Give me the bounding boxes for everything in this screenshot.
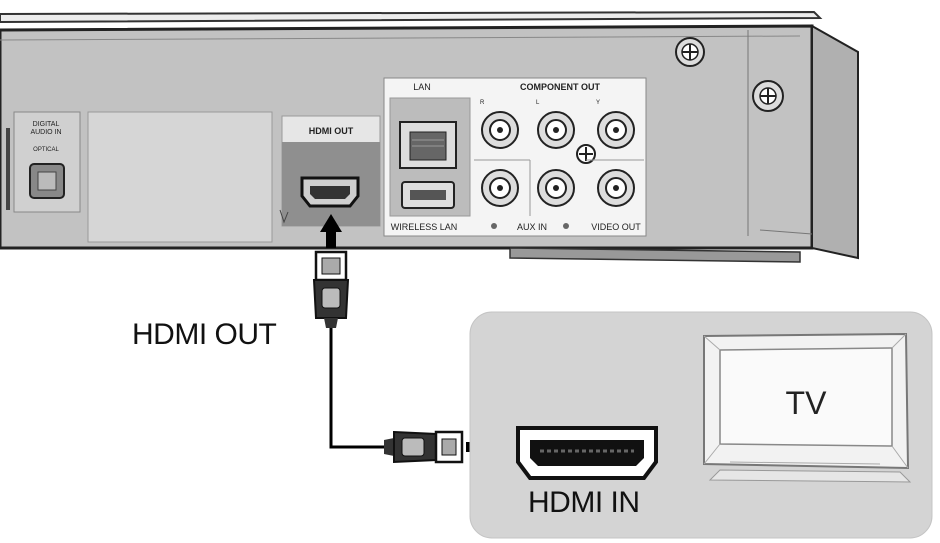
rca-jack — [481, 169, 519, 207]
hdmi-out-panel-label: HDMI OUT — [309, 126, 354, 136]
digital-audio-in-section: DIGITAL AUDIO IN OPTICAL — [6, 111, 273, 243]
video-out-label: VIDEO OUT — [591, 222, 641, 232]
hdmi-in-port — [516, 426, 658, 480]
digital-audio-in-label: DIGITAL — [33, 121, 60, 128]
optical-label: OPTICAL — [33, 147, 59, 153]
screw-icon — [675, 37, 705, 67]
digital-audio-in-label: AUDIO IN — [30, 129, 61, 136]
tv-screen-label: TV — [786, 385, 828, 421]
lan-label: LAN — [413, 82, 431, 92]
aux-in-label: AUX IN — [517, 222, 547, 232]
hdmi-out-section: HDMI OUT — [279, 115, 381, 227]
screw-icon — [752, 80, 784, 112]
jack-l-label: L — [536, 100, 540, 106]
tv-icon: TV — [703, 332, 912, 483]
rca-jack — [537, 111, 575, 149]
arrow-up-icon — [320, 214, 342, 248]
tv-panel: TV — [469, 311, 933, 539]
jack-y-label: Y — [596, 100, 600, 106]
receiver-rear-panel: DIGITAL AUDIO IN OPTICAL HDMI OUT LAN CO… — [0, 10, 859, 263]
hdmi-in-label: HDMI IN — [528, 486, 640, 519]
rca-jack — [597, 111, 635, 149]
hdmi-plug-icon — [312, 250, 350, 328]
hdmi-out-cable-label: HDMI OUT — [132, 318, 277, 351]
blank-plate — [87, 111, 273, 243]
rca-jack — [537, 169, 575, 207]
jack-r-label: R — [480, 100, 485, 106]
hdmi-cable — [312, 214, 494, 464]
rca-jack — [481, 111, 519, 149]
wireless-lan-label: WIRELESS LAN — [391, 222, 458, 232]
screw-icon — [576, 144, 596, 164]
component-out-label: COMPONENT OUT — [520, 82, 601, 92]
hdmi-plug-icon — [384, 430, 464, 464]
lan-component-section: LAN COMPONENT OUT WIRELESS LAN R L Y — [383, 77, 647, 237]
rca-jack — [597, 169, 635, 207]
